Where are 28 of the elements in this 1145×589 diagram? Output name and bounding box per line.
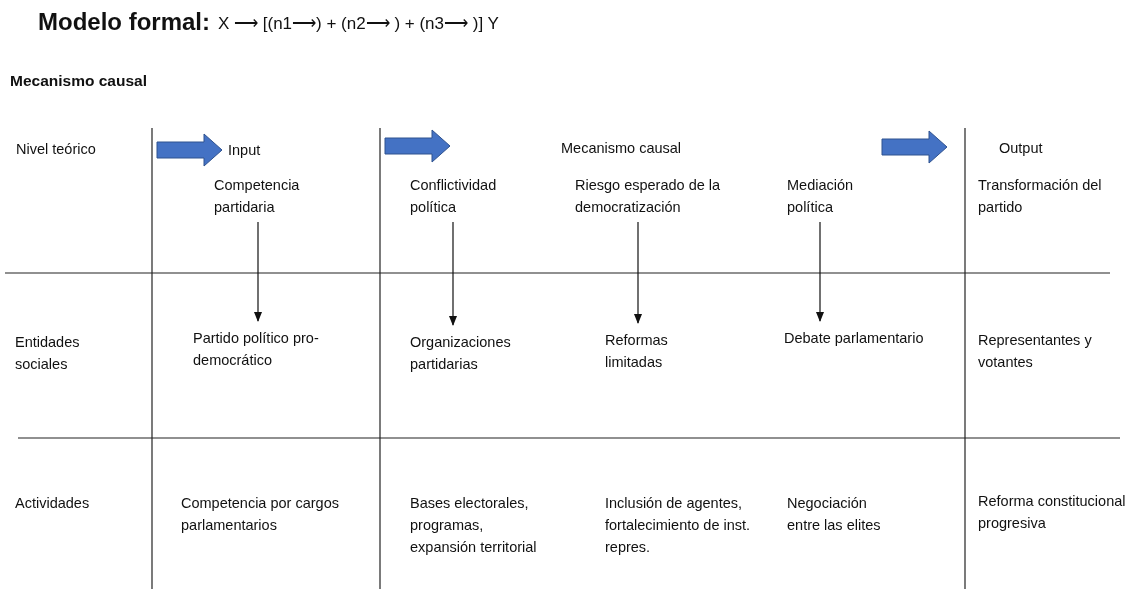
cell-text: Competencia por cargos parlamentarios [181, 494, 340, 535]
cell-text: Mediación política [787, 174, 887, 218]
cell-text: Conflictividad política [410, 174, 530, 218]
cell-text: Bases electorales, programas, expansión territorial [410, 494, 538, 557]
row-heading: Entidades sociales [15, 333, 81, 374]
cell-text: Competencia partidaria [214, 174, 334, 218]
arrow [634, 221, 642, 324]
row-heading: Nivel teórico [16, 140, 96, 159]
arrow [449, 221, 457, 326]
cell-text: Riesgo esperado de la democratización [575, 174, 745, 218]
section-heading: Mecanismo causal [10, 71, 147, 91]
cell-text: Transformación del partido [978, 176, 1103, 217]
cell-text: Reformas limitadas [605, 329, 705, 373]
column-heading: Mecanismo causal [561, 139, 682, 158]
arrow [254, 221, 262, 322]
cell-text: Organizaciones partidarias [410, 331, 550, 375]
title: Modelo formal: [38, 7, 210, 37]
cell-text: Negociación entre las elites [787, 494, 882, 535]
formal-model-formula: X ⟶ [(n1⟶) + (n2⟶ ) + (n3⟶ )] Y [218, 13, 499, 35]
row-heading: Actividades [15, 494, 90, 513]
cell-text: Inclusión de agentes, fortalecimiento de inst. repres. [605, 494, 752, 557]
cell-text: Debate parlamentario [784, 327, 954, 349]
cell-text: Representantes y votantes [978, 331, 1093, 372]
cell-text: Partido político pro-democrático [193, 327, 353, 371]
cell-text: Reforma constitucional progresiva [978, 492, 1127, 533]
column-heading: Input [228, 141, 261, 160]
column-heading: Output [999, 139, 1043, 158]
arrow [816, 221, 824, 322]
